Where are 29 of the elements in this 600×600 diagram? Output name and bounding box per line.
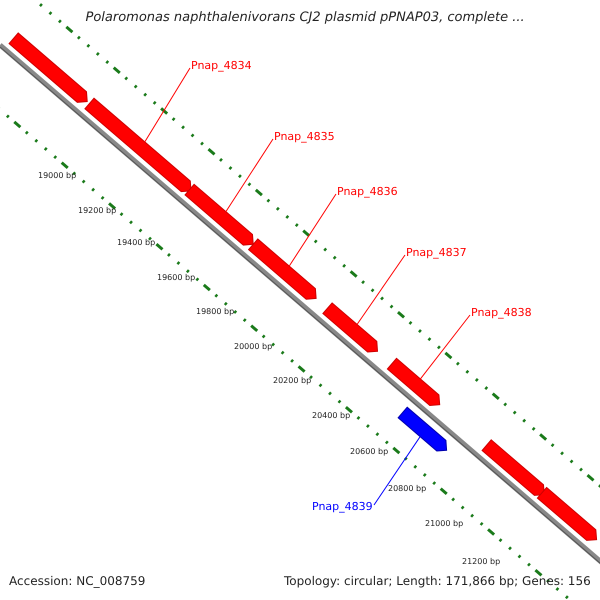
gene-feature — [322, 302, 378, 353]
gene-label: Pnap_4837 — [406, 247, 467, 260]
gene-label: Pnap_4834 — [191, 60, 252, 72]
gene-feature — [184, 184, 254, 246]
tick-label: 21200 bp — [462, 558, 500, 566]
gene-feature — [84, 98, 192, 192]
gene-feature — [397, 406, 448, 452]
gene-feature — [536, 486, 598, 541]
gene-label: Pnap_4838 — [471, 307, 532, 320]
map-title: Polaromonas naphthalenivorans CJ2 plasmid pPNAP03, complete ... — [86, 11, 525, 26]
accession-text: Accession: NC_008759 — [9, 574, 146, 588]
leader-line — [288, 194, 336, 267]
leader-line — [356, 254, 406, 325]
tick-label: 20000 bp — [234, 342, 272, 352]
leader-line — [225, 138, 274, 212]
tick-label: 20400 bp — [312, 412, 350, 420]
gene-label: Pnap_4839 — [312, 501, 373, 514]
gene-feature — [248, 238, 317, 300]
leader-line — [420, 314, 470, 380]
gene-feature — [386, 358, 440, 406]
leader-line — [144, 68, 190, 142]
tick-label: 19200 bp — [78, 206, 116, 216]
tick-label: 20800 bp — [388, 484, 426, 494]
gene-feature — [481, 439, 545, 496]
leader-line — [374, 436, 421, 506]
gene-label: Pnap_4835 — [274, 131, 335, 144]
gene-feature — [8, 32, 88, 103]
tick-label: 19400 bp — [117, 238, 156, 248]
gene-label: Pnap_4836 — [337, 186, 398, 198]
